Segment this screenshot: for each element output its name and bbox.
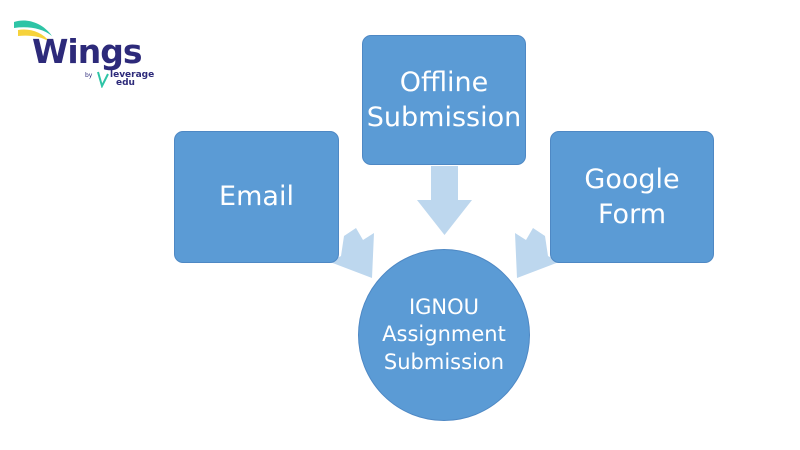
wings-swoosh-icon [14, 20, 52, 42]
email-label: Email [219, 181, 294, 213]
logo-by-text: by [85, 72, 93, 79]
wings-logo: Wings by leverage edu [12, 14, 155, 94]
google-form-box: Google Form [550, 131, 714, 263]
arrow-offline-to-center [417, 166, 472, 235]
google-form-label: Google Form [584, 163, 680, 230]
center-circle: IGNOU Assignment Submission [358, 249, 530, 421]
logo-brand: leverage edu [110, 70, 155, 88]
offline-submission-box: Offline Submission [362, 35, 526, 165]
logo-wordmark: Wings [32, 32, 142, 71]
logo-brand-line2: edu [116, 78, 135, 88]
arrow-google-to-center [515, 228, 559, 278]
center-label: IGNOU Assignment Submission [382, 295, 506, 374]
leverage-edu-mark-icon [97, 71, 109, 88]
offline-submission-label: Offline Submission [366, 66, 522, 133]
logo-brand-line1: leverage [110, 70, 155, 80]
email-box: Email [174, 131, 339, 263]
arrow-email-to-center [330, 228, 374, 278]
